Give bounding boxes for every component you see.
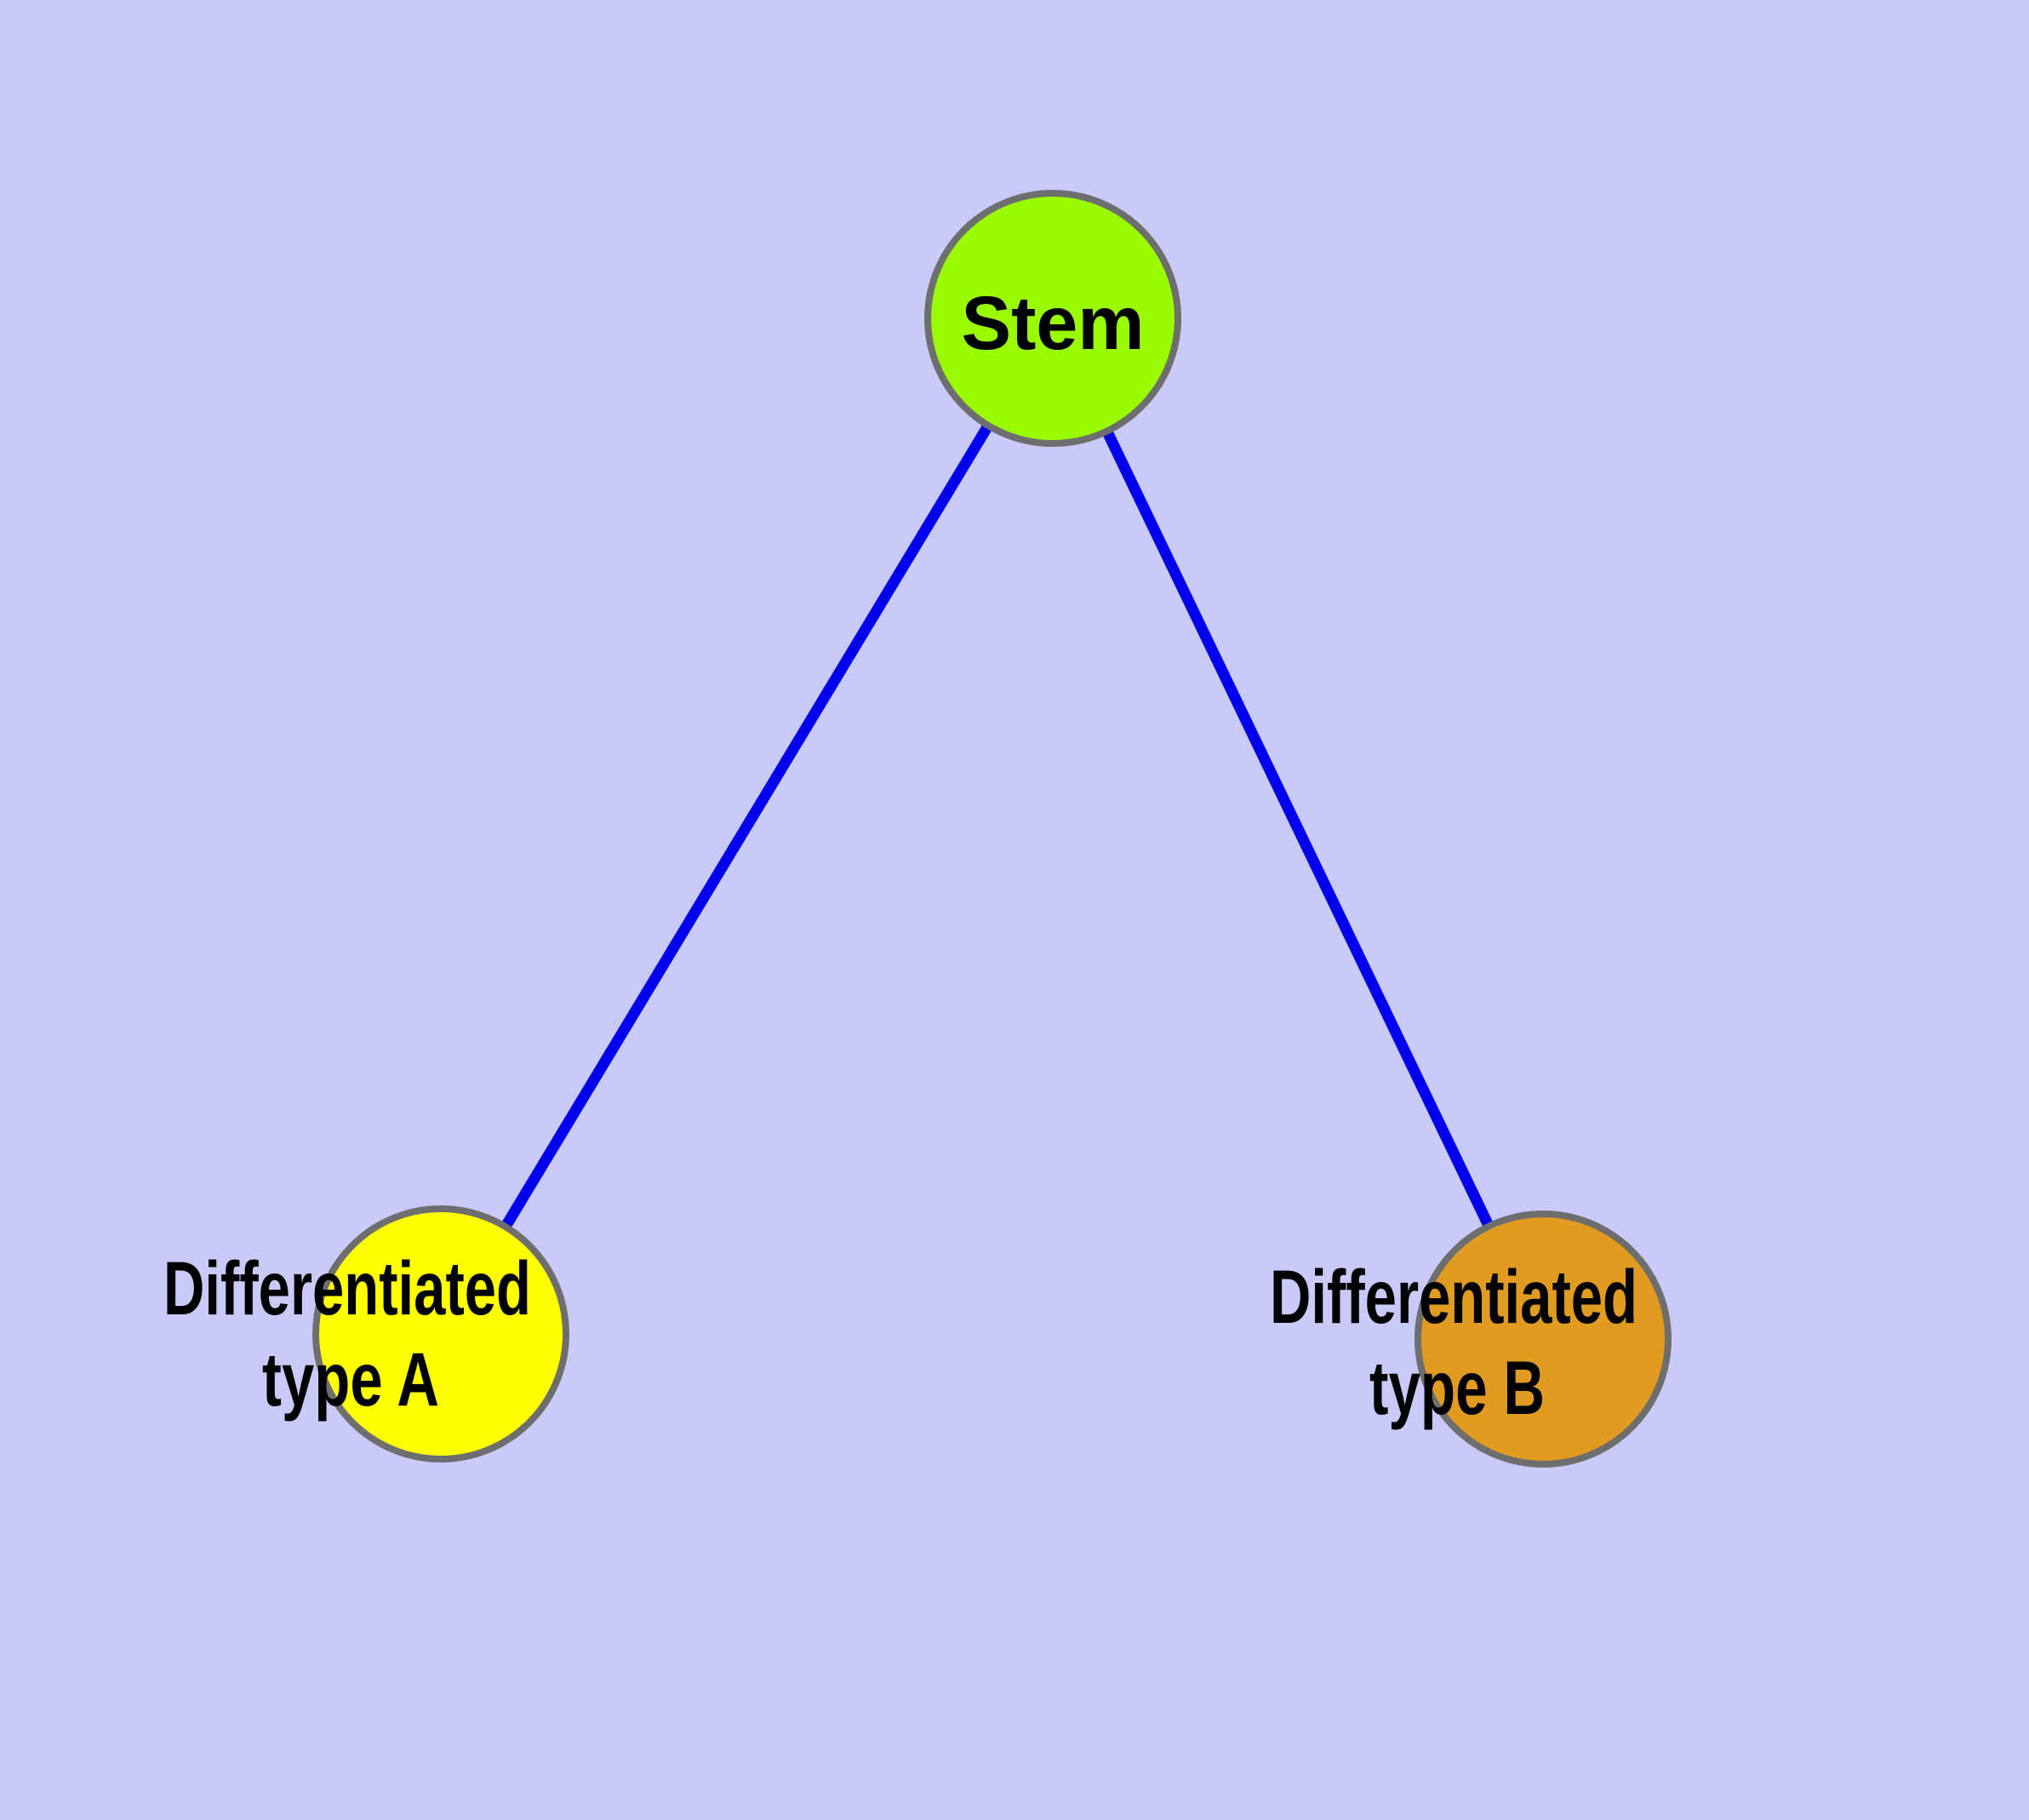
node-type-a-label-line2: type A (262, 1336, 439, 1422)
node-type-b-label-line1: Differentiated (1270, 1254, 1637, 1339)
node-stem-label: Stem (962, 280, 1145, 365)
edge-stem-to-type-a (436, 315, 1058, 1337)
node-type-b-circle[interactable] (1415, 1210, 1672, 1468)
node-stem-circle[interactable] (924, 190, 1181, 447)
node-stem: Stem (924, 190, 1181, 447)
node-type-a-circle[interactable] (312, 1205, 569, 1462)
node-type-b: Differentiated type B (1270, 1210, 1672, 1468)
node-type-a-label-line1: Differentiated (163, 1245, 531, 1331)
node-type-b-label-line2: type B (1369, 1345, 1545, 1430)
node-type-a: Differentiated type A (163, 1205, 569, 1462)
edge-stem-to-type-b (1048, 316, 1548, 1342)
